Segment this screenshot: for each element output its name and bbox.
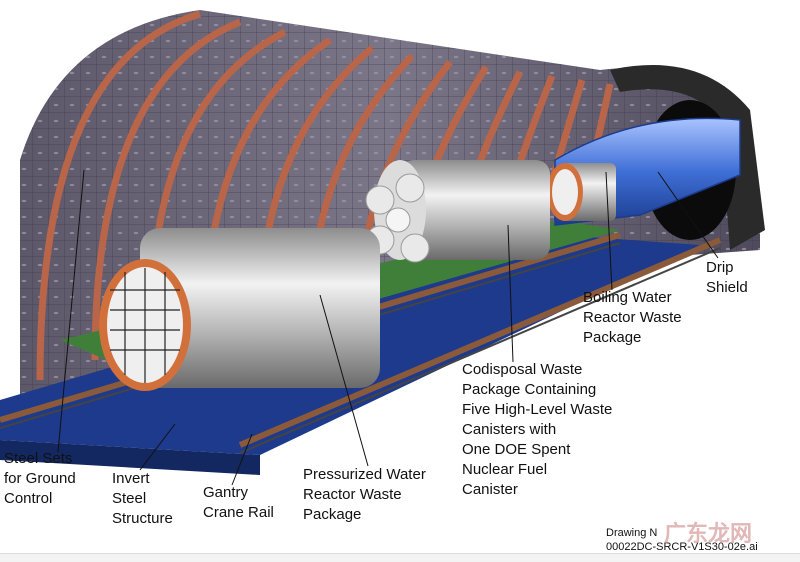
pwr-package <box>99 228 380 391</box>
tunnel-portal <box>610 65 765 250</box>
footer-strip <box>0 553 800 562</box>
watermark-text: 广东龙网 <box>664 522 753 547</box>
bwr-package <box>547 163 616 221</box>
